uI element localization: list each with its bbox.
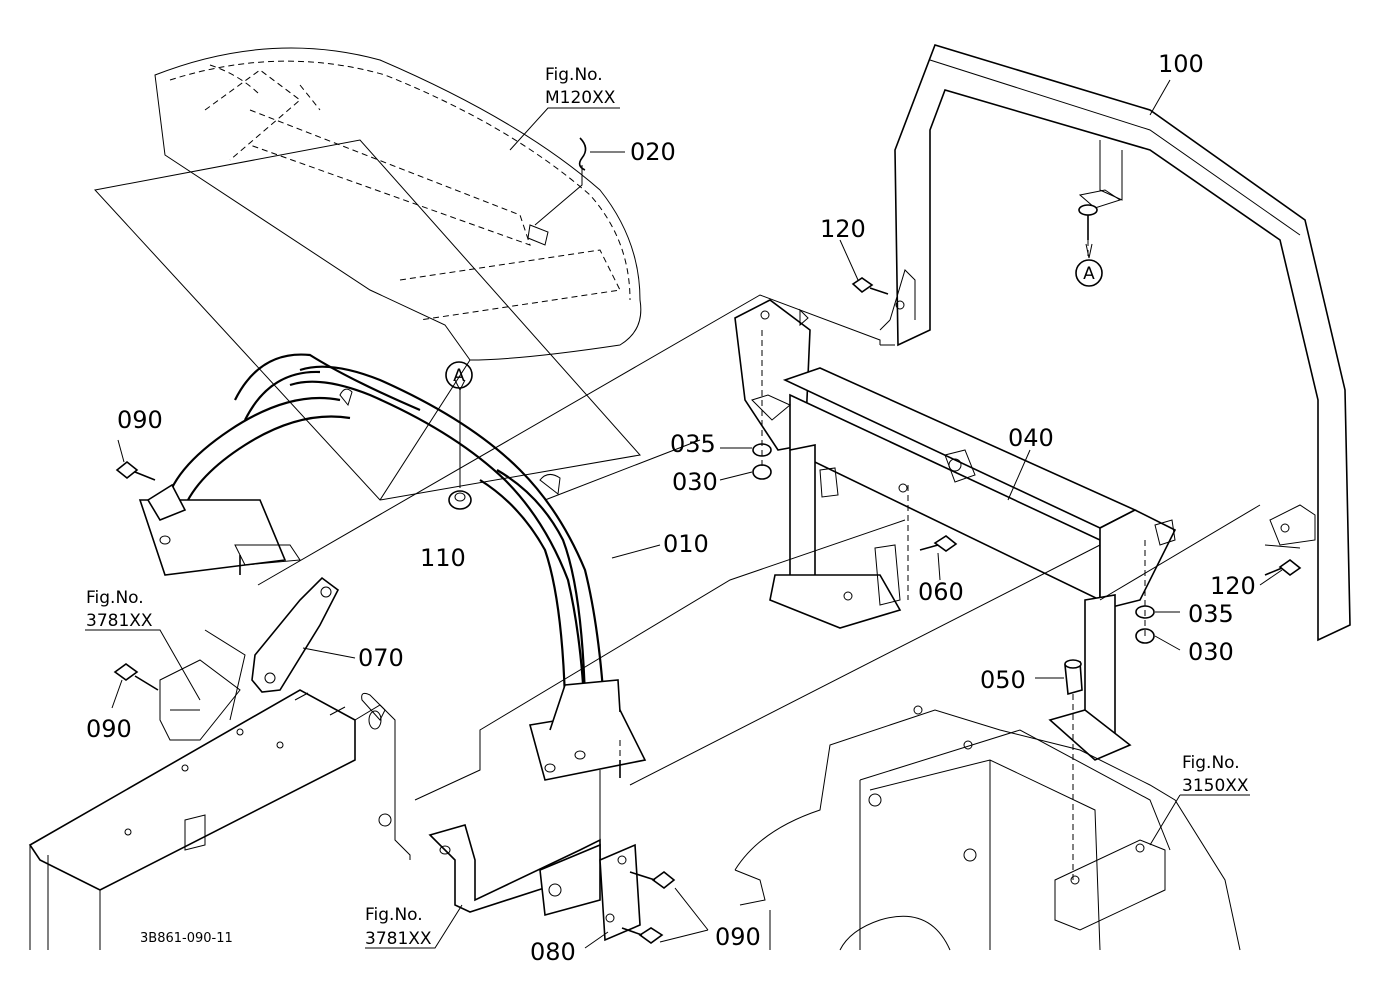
fig-ref-3781xx-lower-code: 3781XX bbox=[365, 929, 432, 949]
fig-ref-m120xx-label: Fig.No. bbox=[545, 65, 603, 85]
part-label-110: 110 bbox=[420, 544, 466, 572]
part-label-010: 010 bbox=[663, 530, 709, 558]
callout-a-right: A bbox=[1075, 243, 1103, 287]
fig-ref-3150xx: Fig.No. 3150XX bbox=[1182, 753, 1249, 796]
bracket-070 bbox=[251, 576, 340, 693]
callout-a-left-text: A bbox=[453, 366, 465, 386]
fig-ref-3781xx-upper: Fig.No. 3781XX bbox=[86, 588, 153, 631]
fig-ref-3150xx-label: Fig.No. bbox=[1182, 753, 1240, 773]
fig-ref-3781xx-upper-label: Fig.No. bbox=[86, 588, 144, 608]
fig-ref-m120xx-code: M120XX bbox=[545, 88, 616, 108]
rops-guard-100 bbox=[889, 44, 1351, 642]
transmission-housing bbox=[734, 705, 1241, 951]
hood-assembly-outline bbox=[94, 47, 642, 501]
part-label-035-left: 035 bbox=[670, 430, 716, 458]
part-label-120-upper: 120 bbox=[820, 215, 866, 243]
leader-lines bbox=[85, 79, 1301, 949]
part-label-090-mid: 090 bbox=[86, 715, 132, 743]
part-label-100: 100 bbox=[1158, 50, 1204, 78]
part-label-040: 040 bbox=[1008, 424, 1054, 452]
part-label-030-left: 030 bbox=[672, 468, 718, 496]
drawing-id: 3B861-090-11 bbox=[140, 931, 233, 946]
part-label-080: 080 bbox=[530, 938, 576, 966]
bracket-plate-080 bbox=[428, 824, 641, 942]
part-label-090-lower: 090 bbox=[715, 923, 761, 951]
fig-ref-3781xx-lower: Fig.No. 3781XX bbox=[365, 905, 432, 949]
rops-frame-010 bbox=[138, 353, 647, 781]
callout-a-left: A bbox=[445, 361, 473, 389]
part-labels: 020 100 120 090 035 030 040 110 010 060 … bbox=[86, 50, 1256, 966]
fig-ref-3781xx-upper-code: 3781XX bbox=[86, 611, 153, 631]
part-label-070: 070 bbox=[358, 644, 404, 672]
fig-ref-3150xx-code: 3150XX bbox=[1182, 776, 1249, 796]
part-label-035-right: 035 bbox=[1188, 600, 1234, 628]
part-label-120-lower: 120 bbox=[1210, 572, 1256, 600]
part-label-020: 020 bbox=[630, 138, 676, 166]
fig-ref-3781xx-lower-label: Fig.No. bbox=[365, 905, 423, 925]
cross-member-040 bbox=[734, 299, 1177, 761]
part-label-050: 050 bbox=[980, 666, 1026, 694]
part-label-060: 060 bbox=[918, 578, 964, 606]
part-label-090-upper: 090 bbox=[117, 406, 163, 434]
lower-base-structure bbox=[28, 629, 411, 950]
callout-a-right-text: A bbox=[1083, 264, 1095, 284]
fig-ref-m120xx: Fig.No. M120XX bbox=[545, 65, 616, 108]
part-label-030-right: 030 bbox=[1188, 638, 1234, 666]
